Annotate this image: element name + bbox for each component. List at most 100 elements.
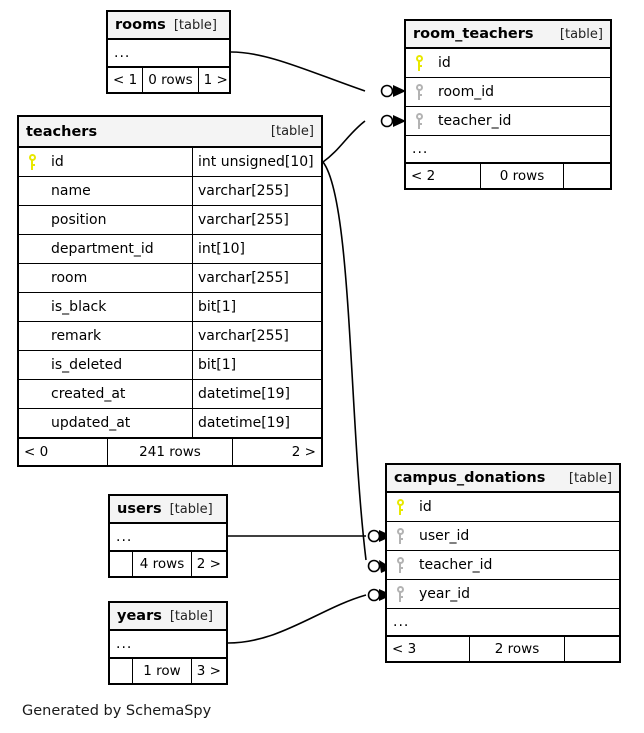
column-type: datetime[19] bbox=[192, 409, 321, 437]
column-type: varchar[255] bbox=[192, 322, 321, 350]
table-campus_donations-footer-prev[interactable]: < 3 bbox=[392, 641, 417, 657]
table-campus_donations[interactable]: campus_donations [table] id user_id teac… bbox=[385, 463, 621, 663]
column-campus_donations-user_id[interactable]: user_id bbox=[387, 522, 619, 551]
table-room_teachers-ellipsis: ... bbox=[406, 136, 610, 163]
column-name: created_at bbox=[51, 386, 126, 402]
table-users[interactable]: users [table] ... 4 rows 2 > bbox=[108, 494, 228, 578]
column-name: teacher_id bbox=[419, 557, 493, 573]
column-room_teachers-teacher_id[interactable]: teacher_id bbox=[406, 107, 610, 136]
table-teachers-kind: [table] bbox=[270, 124, 314, 139]
column-teachers-position[interactable]: position varchar[255] bbox=[19, 206, 321, 235]
column-teachers-room[interactable]: room varchar[255] bbox=[19, 264, 321, 293]
table-years-footer: 1 row 3 > bbox=[110, 658, 226, 683]
column-campus_donations-id[interactable]: id bbox=[387, 493, 619, 522]
table-teachers-footer-prev[interactable]: < 0 bbox=[24, 444, 49, 460]
primary-key-icon bbox=[406, 49, 432, 77]
table-room_teachers-footer-next[interactable] bbox=[564, 164, 610, 188]
column-teachers-id[interactable]: id int unsigned[10] bbox=[19, 148, 321, 177]
column-teachers-name[interactable]: name varchar[255] bbox=[19, 177, 321, 206]
table-years[interactable]: years [table] ... 1 row 3 > bbox=[108, 601, 228, 685]
table-teachers-footer-next[interactable]: 2 > bbox=[291, 444, 316, 460]
table-rooms-ellipsis: ... bbox=[108, 40, 229, 67]
column-type: datetime[19] bbox=[192, 380, 321, 408]
table-teachers-footer: < 0 241 rows 2 > bbox=[19, 438, 321, 465]
no-key-icon bbox=[19, 380, 45, 408]
no-key-icon bbox=[19, 235, 45, 263]
table-users-name: users bbox=[117, 501, 162, 517]
table-room_teachers-header: room_teachers [table] bbox=[406, 21, 610, 49]
column-type: bit[1] bbox=[192, 351, 321, 379]
table-room_teachers-footer-prev[interactable]: < 2 bbox=[411, 168, 436, 184]
column-name: is_deleted bbox=[51, 357, 123, 373]
column-room_teachers-room_id[interactable]: room_id bbox=[406, 78, 610, 107]
table-rooms-footer: < 1 0 rows 1 > bbox=[108, 67, 229, 92]
edge-teachers-to-room_teachers bbox=[322, 120, 366, 163]
table-campus_donations-name: campus_donations bbox=[394, 470, 546, 486]
table-room_teachers[interactable]: room_teachers [table] id room_id teacher… bbox=[404, 19, 612, 190]
foreign-key-icon bbox=[387, 580, 413, 608]
column-name: department_id bbox=[51, 241, 154, 257]
column-campus_donations-year_id[interactable]: year_id bbox=[387, 580, 619, 609]
no-key-icon bbox=[19, 177, 45, 205]
table-teachers[interactable]: teachers [table] id int unsigned[10] nam… bbox=[17, 115, 323, 467]
table-rooms[interactable]: rooms [table] ... < 1 0 rows 1 > bbox=[106, 10, 231, 94]
column-room_teachers-id[interactable]: id bbox=[406, 49, 610, 78]
column-name: name bbox=[51, 183, 91, 199]
table-campus_donations-kind: [table] bbox=[568, 470, 612, 486]
column-name: id bbox=[438, 55, 451, 71]
edge-teachers-to-campus_donations bbox=[322, 161, 367, 561]
edge-rooms-to-room_teachers bbox=[230, 51, 366, 92]
column-teachers-is_deleted[interactable]: is_deleted bit[1] bbox=[19, 351, 321, 380]
column-type: varchar[255] bbox=[192, 177, 321, 205]
table-years-footer-prev[interactable] bbox=[110, 659, 132, 683]
column-name: id bbox=[419, 499, 432, 515]
table-rooms-name: rooms bbox=[115, 17, 166, 33]
column-teachers-department_id[interactable]: department_id int[10] bbox=[19, 235, 321, 264]
no-key-icon bbox=[19, 293, 45, 321]
table-users-ellipsis: ... bbox=[110, 524, 226, 551]
foreign-key-icon bbox=[387, 522, 413, 550]
column-name: remark bbox=[51, 328, 102, 344]
no-key-icon bbox=[19, 322, 45, 350]
column-type: varchar[255] bbox=[192, 264, 321, 292]
table-years-footer-next[interactable]: 3 > bbox=[196, 663, 221, 679]
column-teachers-is_black[interactable]: is_black bit[1] bbox=[19, 293, 321, 322]
column-name: teacher_id bbox=[438, 113, 512, 129]
table-users-footer-rowcount: 4 rows bbox=[132, 552, 192, 576]
foreign-key-icon bbox=[387, 551, 413, 579]
generated-by-note: Generated by SchemaSpy bbox=[22, 703, 212, 719]
table-campus_donations-footer-rowcount: 2 rows bbox=[469, 637, 565, 661]
foreign-key-icon bbox=[406, 107, 432, 135]
column-type: int unsigned[10] bbox=[192, 148, 321, 176]
table-users-footer-next[interactable]: 2 > bbox=[196, 556, 221, 572]
column-teachers-created_at[interactable]: created_at datetime[19] bbox=[19, 380, 321, 409]
column-name: room bbox=[51, 270, 88, 286]
table-users-footer-prev[interactable] bbox=[110, 552, 132, 576]
column-teachers-updated_at[interactable]: updated_at datetime[19] bbox=[19, 409, 321, 438]
table-room_teachers-name: room_teachers bbox=[413, 26, 534, 42]
table-years-kind: [table] bbox=[169, 608, 213, 624]
column-type: bit[1] bbox=[192, 293, 321, 321]
column-name: id bbox=[51, 154, 64, 170]
table-rooms-footer-rowcount: 0 rows bbox=[142, 68, 199, 92]
column-teachers-remark[interactable]: remark varchar[255] bbox=[19, 322, 321, 351]
no-key-icon bbox=[19, 264, 45, 292]
table-room_teachers-footer-rowcount: 0 rows bbox=[480, 164, 564, 188]
table-years-name: years bbox=[117, 608, 162, 624]
table-campus_donations-ellipsis: ... bbox=[387, 609, 619, 636]
table-campus_donations-footer: < 3 2 rows bbox=[387, 636, 619, 661]
primary-key-icon bbox=[387, 493, 413, 521]
table-campus_donations-footer-next[interactable] bbox=[565, 637, 619, 661]
table-teachers-header: teachers [table] bbox=[19, 117, 321, 148]
no-key-icon bbox=[19, 409, 45, 437]
table-rooms-footer-next[interactable]: 1 > bbox=[203, 72, 228, 88]
table-rooms-kind: [table] bbox=[173, 17, 217, 33]
table-rooms-footer-prev[interactable]: < 1 bbox=[113, 72, 138, 88]
column-name: room_id bbox=[438, 84, 494, 100]
table-years-ellipsis: ... bbox=[110, 631, 226, 658]
edge-years-to-campus_donations bbox=[227, 594, 367, 644]
column-campus_donations-teacher_id[interactable]: teacher_id bbox=[387, 551, 619, 580]
no-key-icon bbox=[19, 351, 45, 379]
column-name: user_id bbox=[419, 528, 470, 544]
